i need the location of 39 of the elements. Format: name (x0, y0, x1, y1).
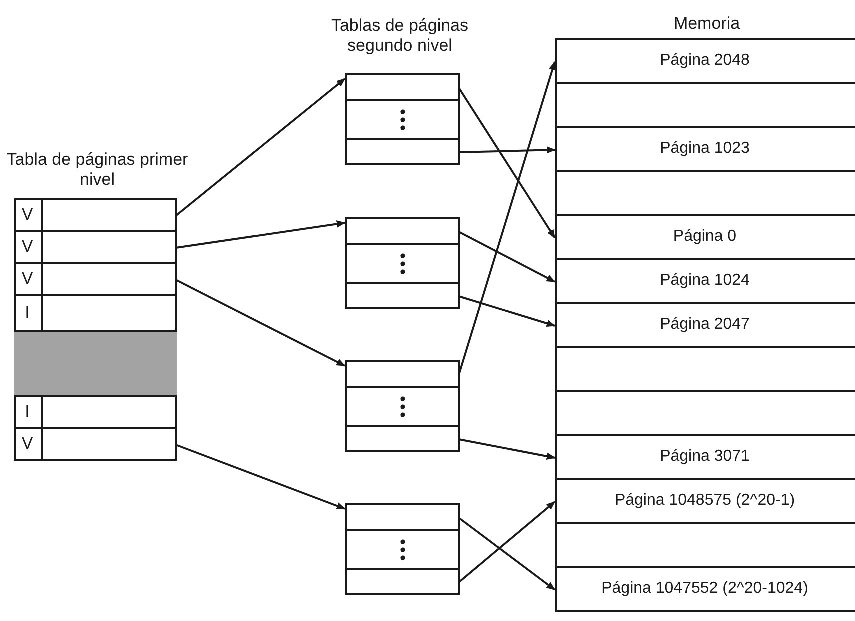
table-row (14, 200, 177, 232)
arrow (458, 87, 556, 239)
arrow (175, 78, 346, 217)
page-label: Página 2048 (659, 51, 751, 71)
page-label: Página 1047552 (2^20-1024) (600, 579, 810, 599)
page-table (345, 217, 460, 309)
arrow (458, 296, 556, 328)
arrow (458, 438, 556, 460)
table-row (14, 232, 177, 264)
arrow (176, 220, 346, 249)
arrow (176, 444, 346, 510)
page-table (345, 503, 460, 595)
page-label: Página 1023 (659, 139, 751, 159)
valid-flag: I (14, 397, 43, 427)
page-label: Página 3071 (659, 447, 751, 467)
page-label: Página 2047 (659, 315, 751, 335)
table-title: Tabla de páginas primer nivel (6, 150, 189, 190)
arrow (176, 279, 346, 367)
arrow (458, 231, 556, 283)
arrow (458, 146, 556, 154)
page-label: Página 0 (672, 227, 738, 247)
page-table (345, 73, 460, 165)
table-title: Tablas de páginas segundo nivel (330, 16, 470, 56)
valid-flag: V (14, 200, 43, 230)
valid-flag: V (14, 429, 43, 459)
arrow (458, 517, 556, 591)
valid-flag: V (14, 232, 43, 262)
shaded-row (14, 332, 177, 397)
valid-flag: I (14, 296, 43, 330)
page-table (345, 360, 460, 452)
page-label: Página 1048575 (2^20-1) (614, 491, 796, 511)
valid-flag: V (14, 264, 43, 294)
table-row (14, 429, 177, 461)
table-title: Memoria (672, 14, 742, 34)
table-row (14, 397, 177, 429)
arrow (458, 501, 556, 584)
arrow (458, 61, 556, 376)
page-label: Página 1024 (659, 271, 751, 291)
table-row (14, 264, 177, 296)
